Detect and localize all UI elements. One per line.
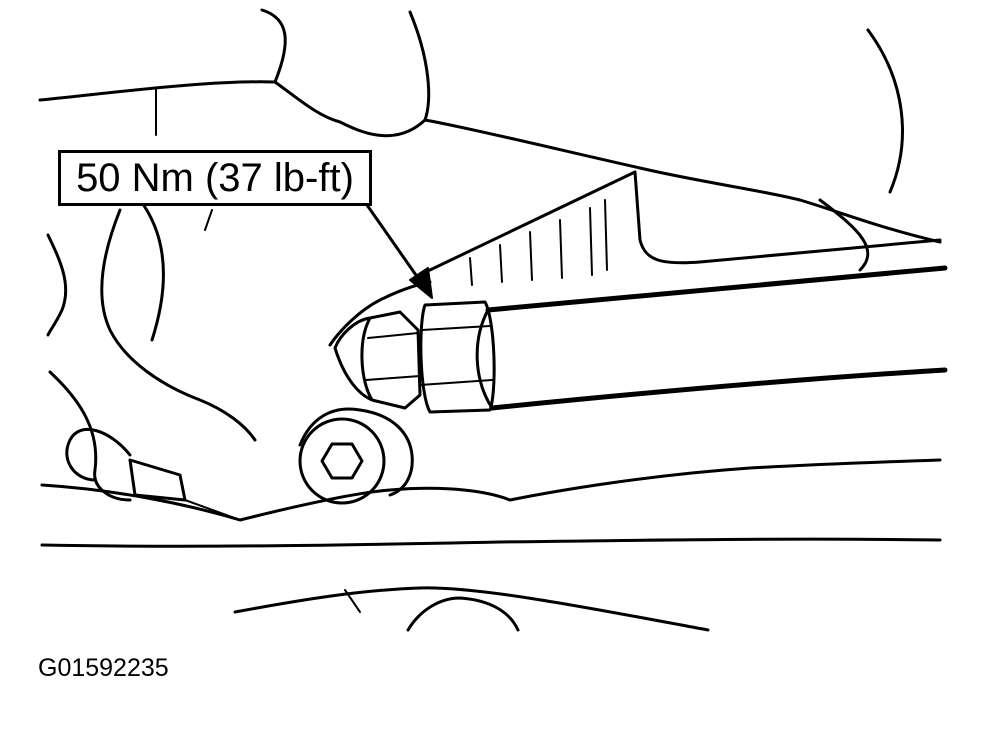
lower-frame-line-2 [40, 537, 942, 548]
bracket-tab [128, 458, 187, 502]
tube-nut-outline [419, 300, 496, 414]
rib-1 [469, 257, 473, 286]
union-nut-face-line-2 [365, 375, 421, 381]
rib-4 [559, 219, 563, 279]
torque-callout: 50 Nm (37 lb-ft) [58, 150, 372, 206]
left-edge-curve [46, 233, 68, 337]
tube-bottom-edge [489, 367, 948, 411]
callout-arrowhead [409, 267, 433, 299]
lower-left-bracket [48, 370, 132, 502]
rib-5 [589, 207, 593, 276]
left-housing-tick [204, 209, 213, 231]
left-housing-inner [138, 198, 165, 342]
upper-right-curve [866, 28, 904, 194]
union-nut-face-line-1 [367, 332, 419, 339]
mounting-boss-curve [328, 280, 432, 347]
bracket-foot-line [184, 499, 241, 521]
bolt-hex-head [320, 442, 364, 480]
rib-2 [499, 244, 503, 283]
callout-leader-line [358, 193, 427, 290]
union-boss [333, 316, 374, 402]
upper-body-curve-left [260, 8, 287, 84]
union-nut-outline [360, 310, 422, 410]
lower-frame-line-3 [233, 586, 710, 632]
lower-frame-curve [406, 596, 520, 632]
bolt-boss-outline [298, 407, 414, 497]
lower-frame-tick [344, 589, 361, 613]
rib-housing [428, 170, 942, 272]
figure-id-label: G01592235 [38, 654, 169, 682]
lower-frame-line-1 [40, 458, 942, 522]
right-housing-curve [818, 198, 870, 272]
left-housing-outline [100, 208, 257, 442]
tube-nut-face-line-2 [419, 379, 493, 386]
upper-body-outline [38, 80, 942, 244]
tube-nut-face-line-1 [421, 325, 491, 331]
bolt-washer [298, 417, 386, 505]
tube-top-edge [485, 265, 948, 313]
tube-end-curve [475, 308, 494, 410]
upper-body-curve-right [408, 10, 431, 122]
rib-3 [529, 231, 533, 281]
bracket-hook [65, 427, 132, 482]
rib-6 [604, 199, 608, 271]
